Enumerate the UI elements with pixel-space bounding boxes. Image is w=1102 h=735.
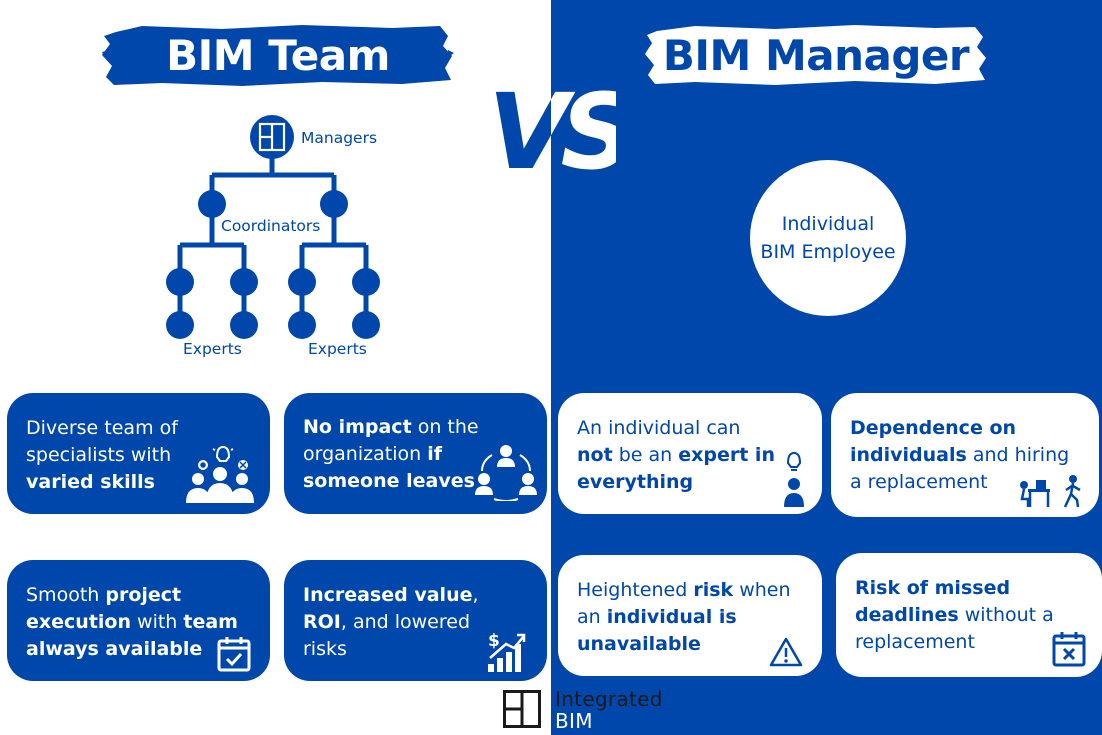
card-smooth-execution: Smooth project execution with team alway… [7,560,270,681]
individual-bim-employee-circle: Individual BIM Employee [750,160,906,316]
card-text: when an [577,579,791,628]
card-text-bold: team always available [26,611,238,660]
org-chart: Managers Coordinators Experts Experts [150,110,410,365]
card-text: with [131,611,184,633]
logo-text-bim: BIM [555,709,593,733]
card-text: , [472,584,479,606]
experts-left-label: Experts [183,340,242,358]
card-heightened-risk: Heightened risk when an individual is un… [558,555,822,676]
card-text-bold: varied skills [26,471,155,493]
card-missed-deadlines: Risk of missed deadlines without a repla… [836,553,1102,677]
card-increased-value: Increased value, ROI, and lowered risks … [284,560,547,681]
card-text-bold: if someone leaves [303,443,475,492]
bim-manager-title: BIM Manager [662,30,970,80]
card-text: Smooth [26,584,106,606]
card-dependence: Dependence on individuals and hiring a r… [831,393,1099,517]
card-text: on the organization [303,416,479,465]
vs-graphic: VS VS [488,72,616,182]
growth-chart-icon: $ [488,631,526,672]
experts-right-label: Experts [308,340,367,358]
card-diverse-team: Diverse team of specialists with varied … [7,393,270,514]
card-text-bold: Increased value [303,584,473,606]
card-no-impact: No impact on the organization if someone… [284,393,547,514]
card-text: An individual can [577,417,741,439]
card-text: and hiring a replacement [850,444,1070,493]
card-text-bold: expert in everything [577,444,775,493]
bim-team-title: BIM Team [166,30,390,80]
card-text-bold: not [577,444,613,466]
card-text: Diverse team of specialists with [26,417,178,466]
warning-icon [769,637,803,667]
card-not-expert: An individual can not be an expert in ev… [558,393,822,514]
logo-text-integrated: Integrated [555,687,663,711]
bim-team-title-banner: BIM Team [102,22,454,88]
calendar-check-icon [217,637,251,672]
card-text-bold: risk [693,579,734,601]
calendar-x-icon [1052,632,1086,667]
svg-text:$: $ [488,631,500,651]
integrated-bim-logo-icon [503,690,541,728]
integrated-bim-logo: Integrated BIM [503,687,693,733]
card-text: , and lowered risks [303,611,470,660]
team-ideas-icon [186,445,254,503]
person-idea-icon [784,451,804,507]
desk-leaving-icon [1020,475,1081,508]
card-text: Heightened [577,579,694,601]
bim-manager-title-banner: BIM Manager [645,22,987,88]
vs-text-right: VS [488,72,616,182]
individual-line-2: BIM Employee [760,241,896,263]
card-text-bold: Dependence on individuals [850,417,1017,466]
managers-label: Managers [301,129,378,147]
people-cycle-icon [475,445,537,501]
card-text: without a replacement [855,604,1054,653]
card-text: be an [612,444,679,466]
card-text-bold: Risk of missed deadlines [855,577,1011,626]
card-text-bold: ROI [303,611,341,633]
card-text-bold: individual is unavailable [577,606,737,655]
vs-text-left: VS [488,72,616,182]
individual-line-1: Individual [781,212,875,235]
coordinators-label: Coordinators [221,217,321,235]
card-text-bold: project execution [26,584,182,633]
managers-logo-icon [258,122,286,152]
card-text-bold: No impact [303,416,412,438]
